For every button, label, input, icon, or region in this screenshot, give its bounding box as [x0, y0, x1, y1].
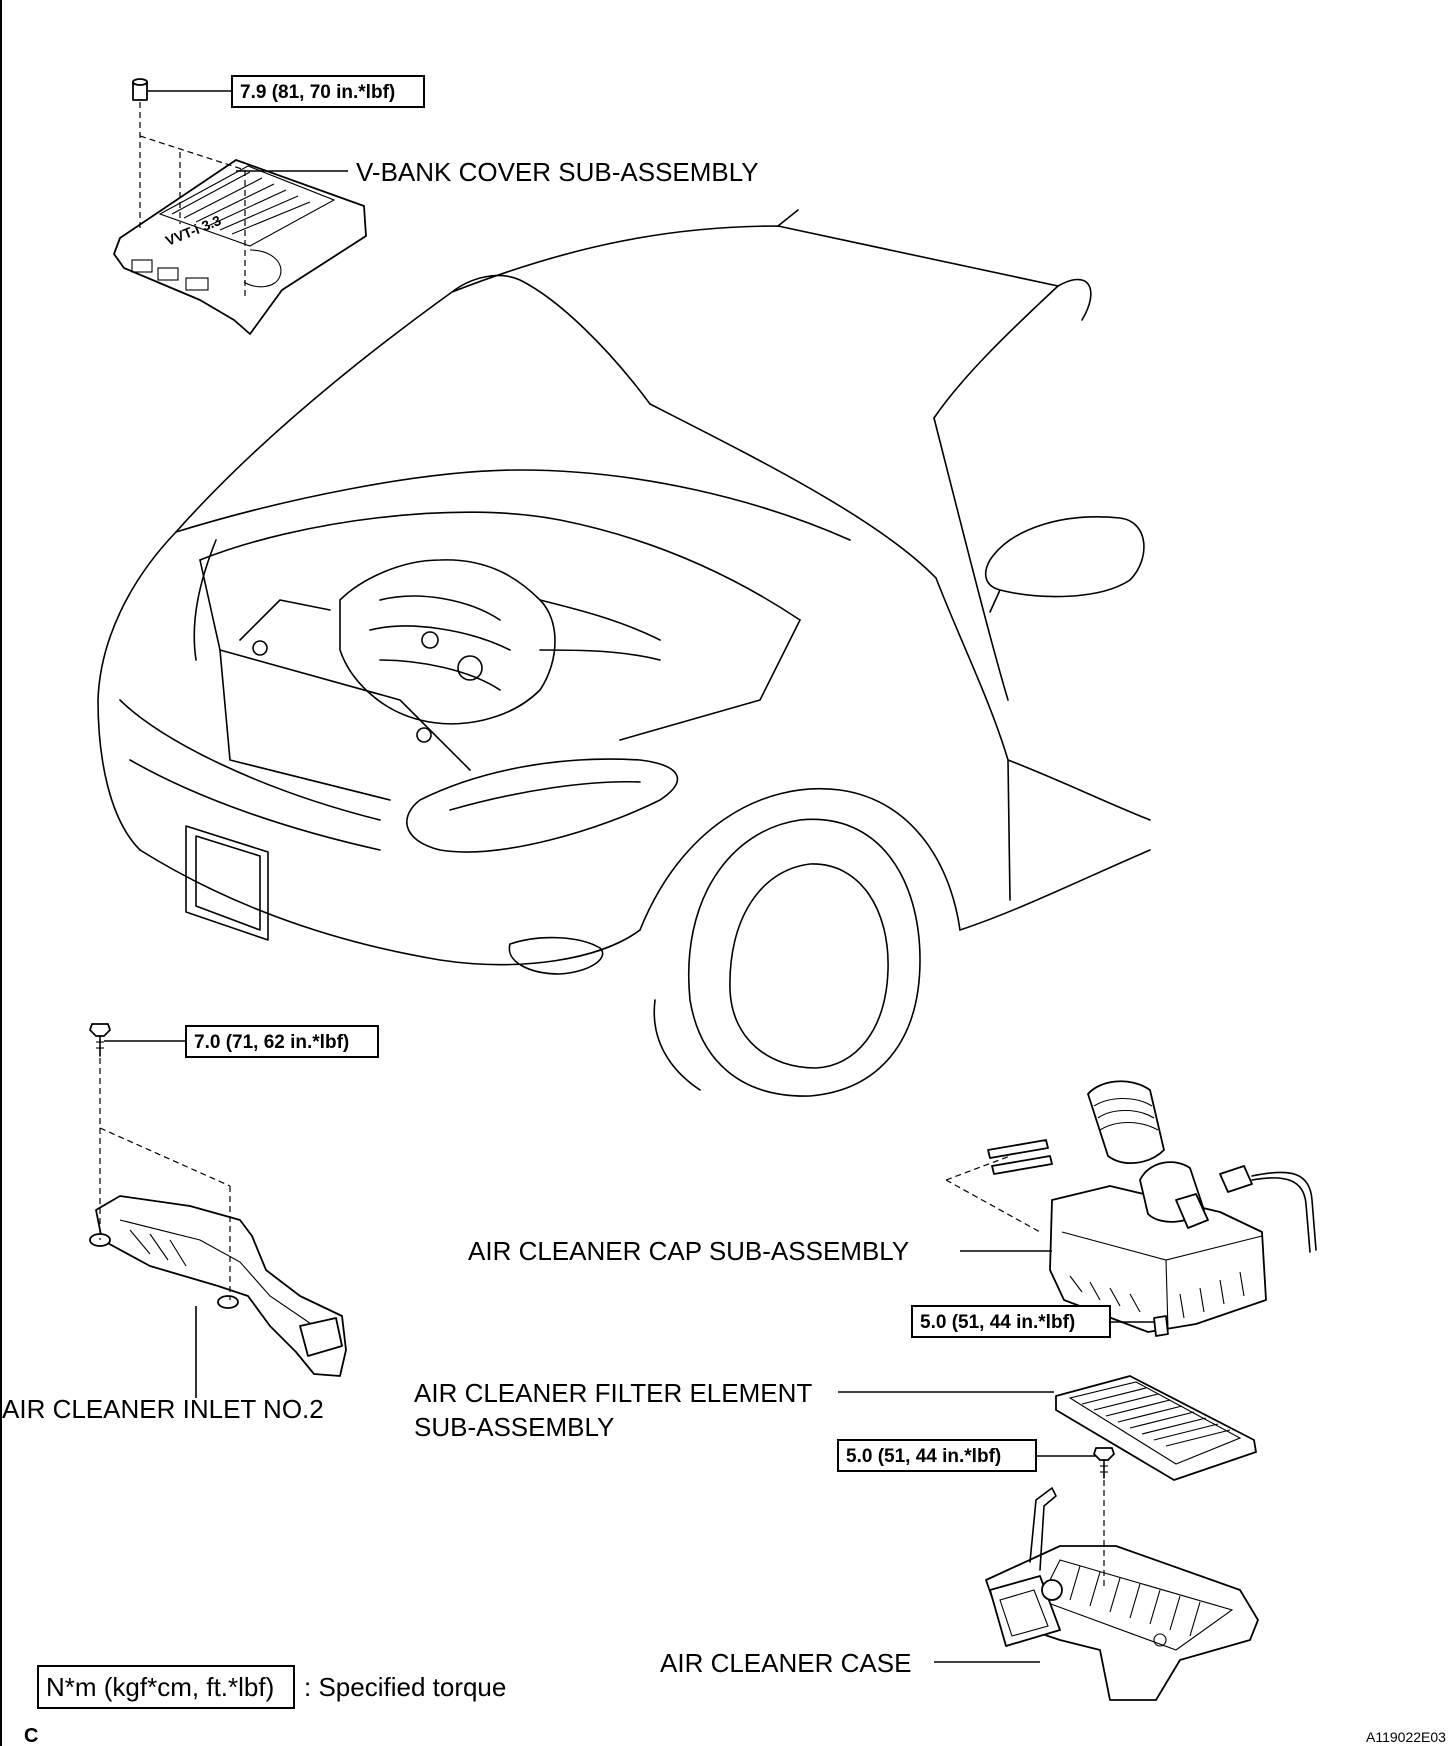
torque-v-bank-nut: 7.9 (81, 70 in.*lbf)	[240, 82, 395, 103]
label-air-cleaner-case: AIR CLEANER CASE	[660, 1648, 911, 1678]
torque-case-bolt: 5.0 (51, 44 in.*lbf)	[846, 1446, 1001, 1467]
torque-box-inlet	[185, 1025, 379, 1058]
label-filter-element-line1: AIR CLEANER FILTER ELEMENT	[414, 1378, 812, 1408]
legend-unit-box	[37, 1665, 295, 1709]
filter-element-illustration	[1055, 1375, 1257, 1481]
label-air-cleaner-inlet: AIR CLEANER INLET NO.2	[2, 1394, 324, 1424]
torque-box-v-bank	[231, 75, 425, 108]
torque-cap-clamp: 5.0 (51, 44 in.*lbf)	[920, 1312, 1075, 1333]
case-bolt-icon	[1093, 1447, 1115, 1479]
corner-letter: C	[24, 1725, 38, 1746]
torque-inlet-bolt: 7.0 (71, 62 in.*lbf)	[194, 1032, 349, 1053]
figure-id: A119022E03	[1366, 1729, 1446, 1745]
vehicle-illustration	[97, 209, 1151, 1097]
legend-description: : Specified torque	[304, 1672, 506, 1702]
label-filter-element-line2: SUB-ASSEMBLY	[414, 1412, 614, 1442]
inlet-bolt-icon	[89, 1023, 111, 1057]
label-air-cleaner-cap: AIR CLEANER CAP SUB-ASSEMBLY	[468, 1236, 909, 1266]
torque-box-cap	[911, 1305, 1111, 1338]
air-cleaner-inlet-illustration	[89, 1195, 347, 1377]
v-bank-nut-icon	[132, 78, 148, 101]
torque-box-case	[837, 1439, 1037, 1472]
v-bank-cover-illustration: VVT-i 3.3	[113, 159, 367, 335]
label-v-bank-cover: V-BANK COVER SUB-ASSEMBLY	[356, 157, 759, 187]
air-cleaner-cap-illustration	[987, 1080, 1317, 1337]
air-cleaner-case-illustration	[985, 1487, 1259, 1701]
legend-unit-text: N*m (kgf*cm, ft.*lbf)	[46, 1672, 274, 1702]
